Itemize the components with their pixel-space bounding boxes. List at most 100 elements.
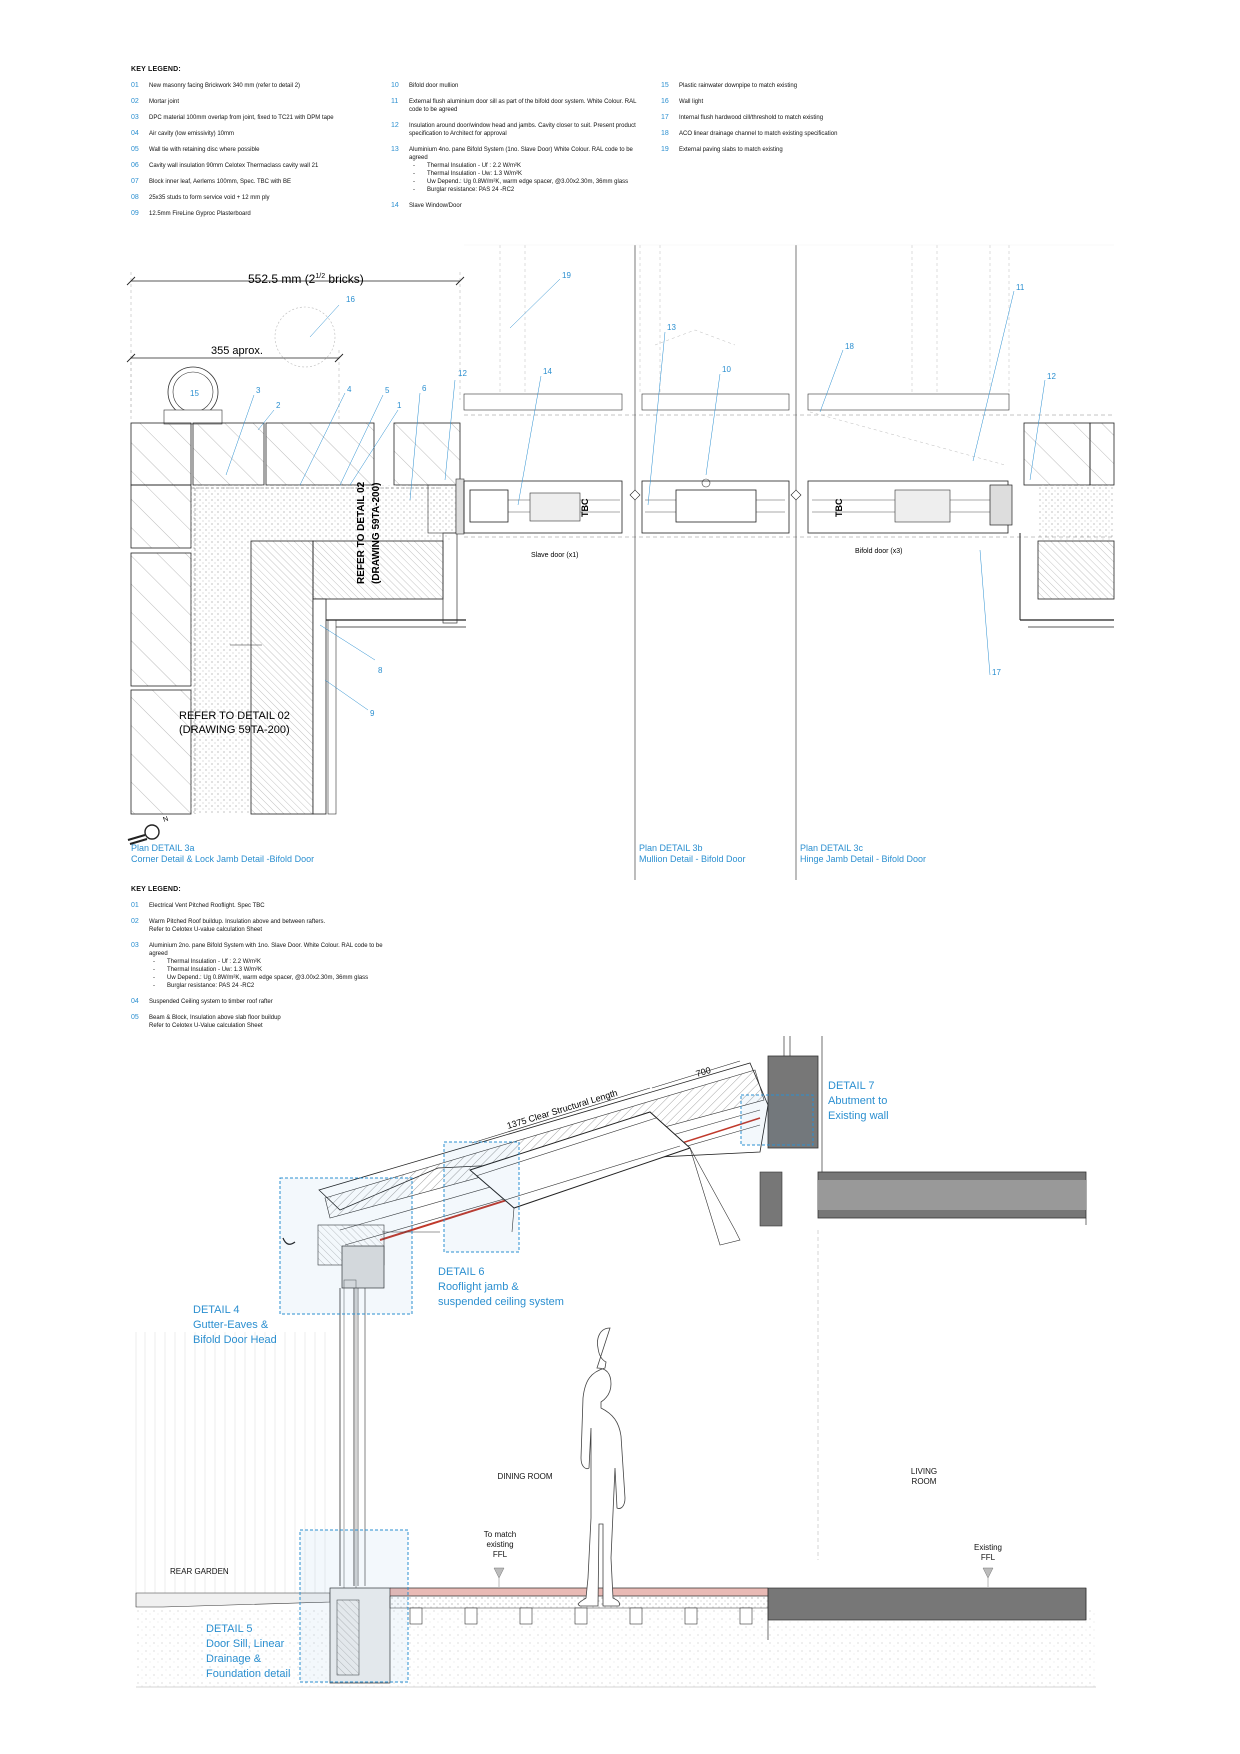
legend-item-text-wrap: DPC material 100mm overlap from joint, f… [149,114,389,122]
detail-5-line3: Foundation detail [206,1668,291,1680]
callout-15: 15 [190,389,199,398]
callout-14: 14 [543,367,552,376]
detail-4-label[interactable]: DETAIL 4 Gutter-Eaves & Bifold Door Head [193,1303,277,1348]
legend-item-text: Warm Pitched Roof buildup. Insulation ab… [149,919,326,925]
existing-ffl-label: Existing FFL [960,1543,1016,1563]
legend-item-text: 12.5mm FireLine Gyproc Plasterboard [149,211,251,217]
legend-item-number: 10 [391,82,399,89]
detail-5-box[interactable] [299,1529,409,1683]
legend-item-number: 11 [391,98,399,105]
human-figure [578,1327,626,1607]
callout-11: 11 [1016,283,1025,292]
north-arrow-icon [144,824,160,840]
legend-item-text-wrap: Cavity wall insulation 90mm Celotex Ther… [149,162,389,170]
plan-title-3a: Plan DETAIL 3a Corner Detail & Lock Jamb… [131,843,314,865]
bifold-door-label: Bifold door (x3) [855,548,902,555]
callout-8: 8 [378,666,383,675]
callout-5: 5 [385,386,390,395]
legend-item-text-wrap: ACO linear drainage channel to match exi… [679,130,919,138]
legend-item-text: Slave Window/Door [409,203,462,209]
dim-small-label: 355 aprox. [211,345,263,357]
tbc-label-2: TBC [834,498,844,517]
legend-item-text: Wall light [679,99,704,105]
legend-item-text-wrap: New masonry facing Brickwork 340 mm (ref… [149,82,389,90]
detail-6-box[interactable] [443,1141,520,1253]
legend-item-text: Block inner leaf, Aerlems 100mm, Spec. T… [149,179,291,185]
legend-item-number: 05 [131,1014,139,1021]
legend-item-text: 25x35 studs to form service void + 12 mm… [149,195,270,201]
legend-item-text-wrap: Suspended Ceiling system to timber roof … [149,998,389,1006]
detail-7-line1: Abutment to [828,1095,888,1107]
plan-title-3b-heading: Plan DETAIL 3b [639,843,703,853]
key-legend-bottom-title: KEY LEGEND: [131,886,181,893]
legend-item-text-wrap: Block inner leaf, Aerlems 100mm, Spec. T… [149,178,389,186]
dim-overall-label: 552.5 mm (21/2 bricks) [248,272,364,286]
legend-item-subline: Uw Depend.: Ug 0.8W/m²K, warm edge space… [409,178,649,186]
callout-10: 10 [722,365,731,374]
legend-item-number: 16 [661,98,669,105]
legend-item-number: 19 [661,146,669,153]
legend-item-text: New masonry facing Brickwork 340 mm (ref… [149,83,301,89]
legend-item-number: 13 [391,146,399,153]
legend-item-subline: Uw Depend.: Ug 0.8W/m²K, warm edge space… [149,974,389,982]
callout-16: 16 [346,295,355,304]
legend-item-text-wrap: 25x35 studs to form service void + 12 mm… [149,194,389,202]
legend-item-text-wrap: Plastic rainwater downpipe to match exis… [679,82,919,90]
legend-item-text-wrap: Wall light [679,98,919,106]
callout-1: 1 [397,401,402,410]
detail-7-box[interactable] [740,1094,814,1146]
existing-ffl-line2: FFL [980,1553,996,1562]
tbc-label-1: TBC [580,498,590,517]
legend-item-text: Beam & Block, Insulation above slab floo… [149,1015,281,1021]
legend-item-number: 05 [131,146,139,153]
legend-item-number: 06 [131,162,139,169]
legend-item-text: Internal flush hardwood cill/threshold t… [679,115,824,121]
detail-5-label[interactable]: DETAIL 5 Door Sill, Linear Drainage & Fo… [206,1622,290,1682]
detail-5-line1: Door Sill, Linear [206,1638,285,1650]
legend-item-text-wrap: Wall tie with retaining disc where possi… [149,146,389,154]
wall-light-icon [274,306,336,368]
detail-6-label[interactable]: DETAIL 6 Rooflight jamb & suspended ceil… [438,1265,564,1310]
plan-detail-3c-wall [1019,422,1115,628]
legend-item-text: DPC material 100mm overlap from joint, f… [149,115,334,121]
legend-item-text-wrap: 12.5mm FireLine Gyproc Plasterboard [149,210,389,218]
callout-13: 13 [667,323,676,332]
callout-12a: 12 [458,369,467,378]
legend-item-text-wrap: Warm Pitched Roof buildup. Insulation ab… [149,918,389,934]
callout-18: 18 [845,342,854,351]
detail-5-line2: Drainage & [206,1653,262,1665]
legend-item-text-line2: Refer to Celotex U-value calculation She… [149,927,263,933]
legend-item-text-wrap: Aluminium 2no. pane Bifold System with 1… [149,942,389,990]
detail-7-label[interactable]: DETAIL 7 Abutment to Existing wall [828,1079,889,1124]
callout-6: 6 [422,384,427,393]
legend-item-text: Cavity wall insulation 90mm Celotex Ther… [149,163,319,169]
plan-detail-3a: N [126,272,466,845]
callout-9: 9 [370,709,375,718]
legend-item-text: Aluminium 4no. pane Bifold System (1no. … [409,147,633,161]
rear-garden-label: REAR GARDEN [170,1567,229,1576]
legend-item-number: 02 [131,918,139,925]
callout-3: 3 [256,386,261,395]
legend-item-text-wrap: Internal flush hardwood cill/threshold t… [679,114,919,122]
legend-item-text: Mortar joint [149,99,180,105]
dining-room-label: DINING ROOM [497,1472,553,1481]
plan-callouts [225,278,1046,711]
legend-item-number: 09 [131,210,139,217]
plan-title-3c: Plan DETAIL 3c Hinge Jamb Detail - Bifol… [800,843,926,865]
legend-item-text: Wall tie with retaining disc where possi… [149,147,260,153]
legend-item-text: External flush aluminium door sill as pa… [409,99,637,113]
legend-item-text: Insulation around door/window head and j… [409,123,636,137]
legend-item-number: 01 [131,82,139,89]
callout-17: 17 [992,668,1001,677]
legend-item-number: 12 [391,122,399,129]
legend-item-text-wrap: Air cavity (low emissivity) 10mm [149,130,389,138]
legend-item-subline: Thermal Insulation - Uw: 1.3 W/m²K [149,966,389,974]
refer-drawing-vertical: (DRAWING 59TA-200) [371,483,382,585]
legend-item-text: Bifold door mullion [409,83,459,89]
plan-title-3b: Plan DETAIL 3b Mullion Detail - Bifold D… [639,843,746,865]
to-match-ffl-label: To match existing FFL [470,1530,530,1560]
legend-item-text-wrap: External paving slabs to match existing [679,146,919,154]
detail-4-box[interactable] [279,1177,413,1315]
legend-item-number: 17 [661,114,669,121]
detail-6-line1: Rooflight jamb & [438,1281,519,1293]
